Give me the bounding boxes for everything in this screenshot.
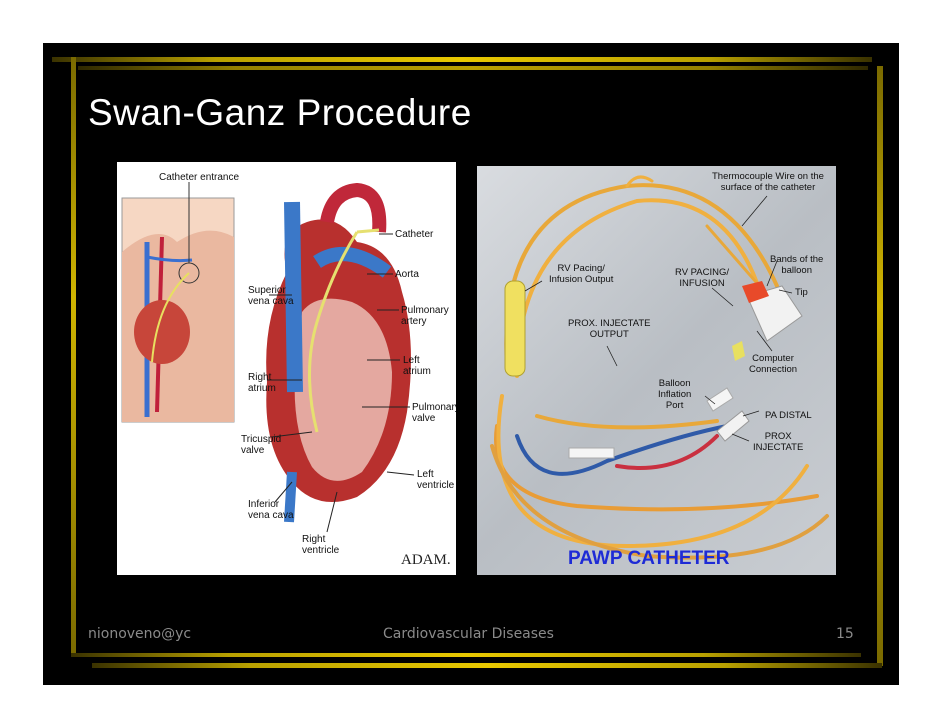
slide-title: Swan-Ganz Procedure <box>88 92 472 133</box>
white-syringe <box>568 447 615 459</box>
heart-illustration <box>121 182 415 533</box>
label-pulmonary-artery: Pulmonary artery <box>401 305 449 327</box>
prox-port <box>732 341 745 361</box>
label-right-atrium: Right atrium <box>248 372 276 394</box>
label-prox-injectate-output: PROX. INJECTATE OUTPUT <box>568 318 651 340</box>
label-catheter-entrance: Catheter entrance <box>159 172 240 183</box>
computer-connector <box>746 285 803 342</box>
label-aorta: Aorta <box>395 269 419 280</box>
label-tricuspid-valve: Tricuspid valve <box>241 434 282 456</box>
label-catheter: Catheter <box>395 229 434 240</box>
top-gold-bar <box>52 57 872 62</box>
label-superior-vena-cava: Superior vena cava <box>248 285 294 307</box>
bottom-gold-bar-2 <box>92 663 882 668</box>
label-thermocouple: Thermocouple Wire on the surface of the … <box>712 171 824 193</box>
catheter-tubes <box>490 175 829 560</box>
heart-interior <box>294 298 392 481</box>
label-bands-of-balloon: Bands of the balloon <box>770 254 824 276</box>
label-pa-distal: PA DISTAL <box>765 410 812 421</box>
yellow-hub <box>504 280 526 377</box>
footer-course: Cardiovascular Diseases <box>383 626 554 642</box>
catheter-illustration <box>490 175 829 560</box>
pa-distal-connector <box>716 410 750 442</box>
label-right-ventricle: Right ventricle <box>302 534 340 556</box>
label-tip: Tip <box>795 287 808 298</box>
leader-lines <box>267 233 415 533</box>
label-computer-connection: Computer Connection <box>749 353 798 375</box>
red-connector <box>742 281 769 303</box>
heart-anatomy-figure: Catheter entrance Catheter Aorta Superio… <box>117 162 456 575</box>
adam-logo: ADAM. <box>401 552 451 568</box>
left-gold-bar <box>71 57 76 657</box>
pawp-catheter-figure: Thermocouple Wire on the surface of the … <box>477 166 836 575</box>
right-gold-bar <box>877 66 883 666</box>
catheter-leader-lines <box>524 195 793 442</box>
superior-vena-cava <box>284 201 303 393</box>
aorta <box>320 182 387 233</box>
torso-heart <box>134 300 190 364</box>
label-inferior-vena-cava: Inferior vena cava <box>248 499 294 521</box>
bottom-gold-bar <box>71 653 861 657</box>
pawp-catheter-caption: PAWP CATHETER <box>568 548 730 569</box>
label-balloon-inflation-port: Balloon Inflation Port <box>658 378 692 411</box>
catheter-line <box>308 231 359 433</box>
label-pulmonary-valve: Pulmonary valve <box>412 402 456 424</box>
label-rv-pacing-output: RV Pacing/ Infusion Output <box>549 263 614 285</box>
label-left-atrium: Left atrium <box>403 355 431 377</box>
footer-author: nionoveno@yc <box>88 626 192 642</box>
pulmonary-artery <box>313 247 392 278</box>
top-gold-bar-2 <box>78 66 868 70</box>
footer-page-number: 15 <box>836 626 854 642</box>
balloon-port <box>706 387 734 412</box>
label-rv-pacing-infusion: RV PACING/ INFUSION <box>675 267 730 289</box>
label-left-ventricle: Left ventricle <box>417 469 455 491</box>
torso-catheter <box>151 272 190 363</box>
inferior-vena-cava <box>284 471 297 523</box>
label-prox-injectate: PROX INJECTATE <box>753 431 804 453</box>
